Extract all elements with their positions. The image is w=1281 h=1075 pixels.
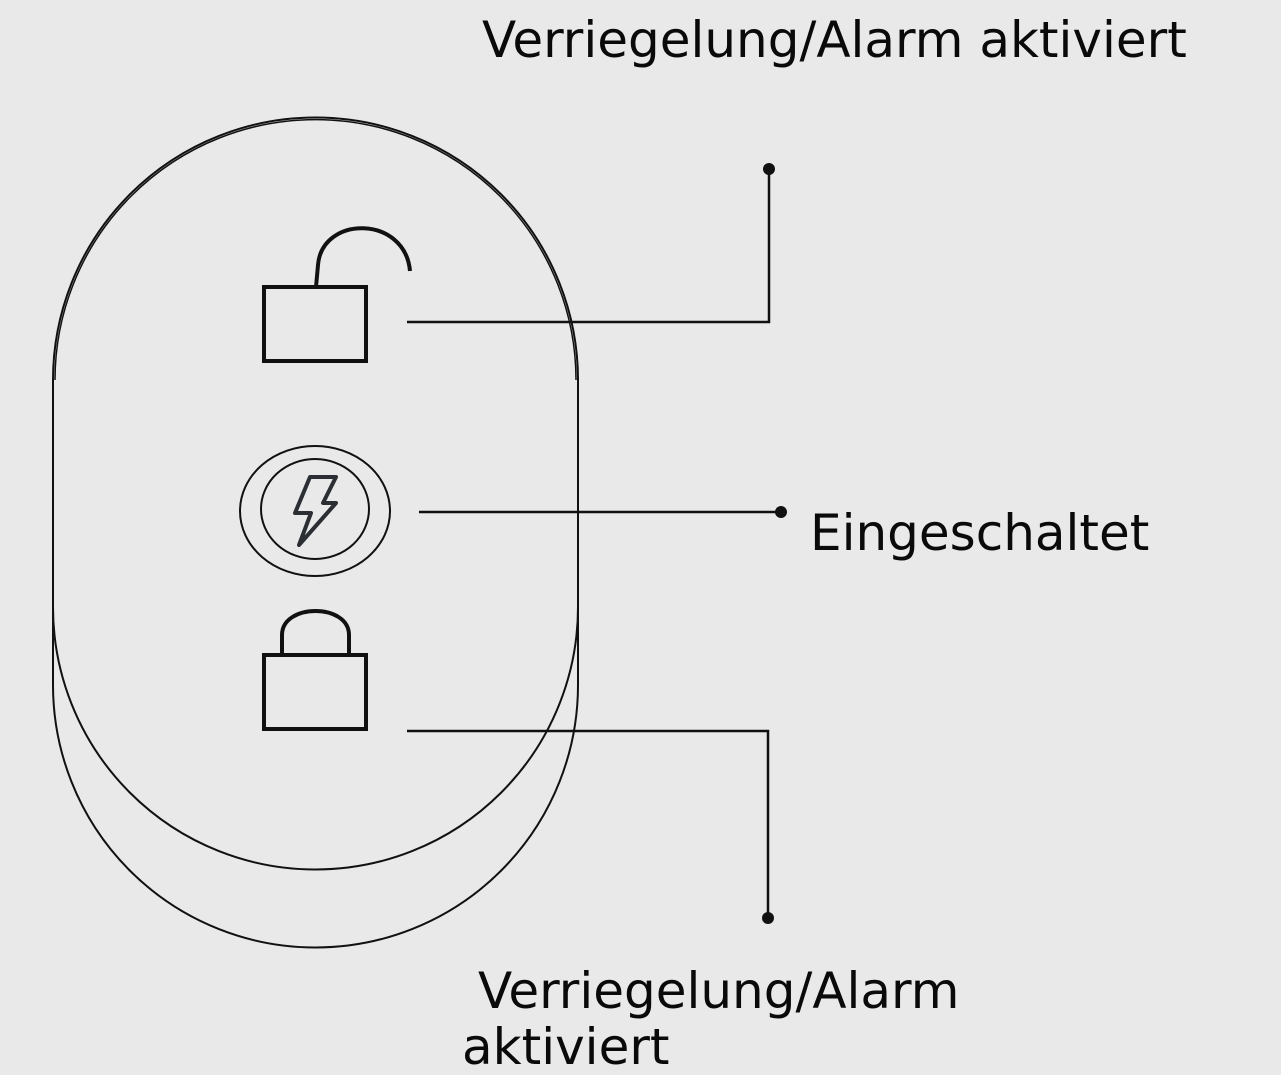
device-body-base — [52, 380, 579, 949]
label-lock-alarm-activated-bottom: Verriegelung/Alarm aktiviert — [462, 963, 1062, 1075]
locked-padlock-icon — [262, 609, 368, 731]
leader-endpoint-top — [763, 163, 775, 175]
device-body-outline — [52, 116, 579, 871]
leader-endpoint-middle — [775, 506, 787, 518]
power-indicator — [239, 445, 391, 577]
label-bottom-line-2: aktiviert — [462, 1018, 670, 1075]
leader-line-bottom — [407, 729, 770, 918]
label-bottom-line-1: Verriegelung/Alarm — [478, 962, 960, 1020]
lightning-bolt-icon — [293, 475, 338, 547]
label-lock-alarm-activated-top: Verriegelung/Alarm aktiviert — [482, 11, 1187, 69]
label-powered-on: Eingeschaltet — [810, 504, 1150, 562]
unlocked-padlock-icon — [262, 226, 412, 363]
leader-endpoint-bottom — [762, 912, 774, 924]
device-body-outline-inner — [54, 118, 577, 381]
leader-line-top — [407, 169, 771, 324]
